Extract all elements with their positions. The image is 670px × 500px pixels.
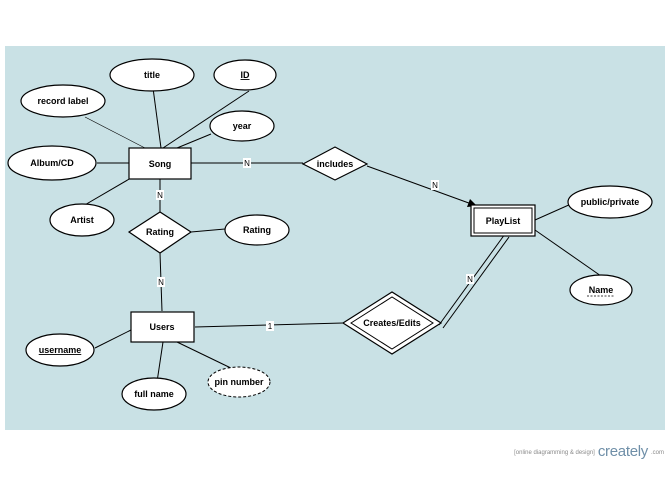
line-rating-attr bbox=[190, 228, 226, 233]
line-includes-playlist bbox=[366, 165, 478, 207]
footer-tagline: [online diagramming & design] bbox=[514, 450, 595, 456]
relationship-rating-shape bbox=[127, 211, 193, 254]
line-creates-playlist-b bbox=[442, 236, 510, 329]
line-users-username bbox=[94, 329, 132, 349]
attribute-artist-label: Artist bbox=[70, 215, 94, 225]
entity-users[interactable]: Users bbox=[130, 311, 195, 343]
attribute-id[interactable]: ID bbox=[213, 59, 277, 91]
card-song-includes: N bbox=[244, 159, 250, 168]
attribute-name-shape bbox=[569, 274, 633, 306]
attribute-public-private-label: public/private bbox=[581, 197, 640, 207]
attribute-rating-shape bbox=[224, 214, 290, 246]
entity-song-label: Song bbox=[149, 159, 172, 169]
line-playlist-name bbox=[534, 229, 602, 277]
attribute-pin-number[interactable]: pin number bbox=[207, 366, 271, 398]
er-diagram: N N N N 1 N Song Users PlayList bbox=[7, 58, 653, 411]
card-includes-playlist: N bbox=[432, 181, 438, 190]
entity-playlist-label: PlayList bbox=[486, 216, 521, 226]
entity-users-label: Users bbox=[149, 322, 174, 332]
relationship-rating-label: Rating bbox=[146, 227, 174, 237]
entity-song[interactable]: Song bbox=[128, 147, 192, 180]
attribute-id-shape bbox=[213, 59, 277, 91]
attribute-year-shape bbox=[209, 110, 275, 142]
relationship-creates-edits-inner bbox=[350, 296, 434, 350]
attribute-album-cd-label: Album/CD bbox=[30, 158, 74, 168]
entity-playlist-outer bbox=[470, 204, 536, 237]
relationship-includes-label: includes bbox=[317, 159, 354, 169]
card-bg-includes-playlist bbox=[431, 180, 439, 190]
relationship-includes[interactable]: includes bbox=[301, 146, 369, 181]
diagram-canvas: N N N N 1 N Song Users PlayList bbox=[5, 46, 665, 430]
attribute-rating[interactable]: Rating bbox=[224, 214, 290, 246]
attribute-pin-number-shape bbox=[207, 366, 271, 398]
attribute-username[interactable]: username bbox=[25, 333, 95, 367]
line-id-song bbox=[162, 90, 250, 149]
line-artist-song bbox=[82, 177, 132, 207]
line-users-pin bbox=[176, 341, 236, 371]
card-bg-creates-playlist bbox=[466, 274, 474, 284]
attribute-username-label: username bbox=[39, 345, 82, 355]
card-users-creates: 1 bbox=[268, 322, 273, 331]
relationship-rating[interactable]: Rating bbox=[127, 211, 193, 254]
attribute-rating-label: Rating bbox=[243, 225, 271, 235]
attribute-album-cd-shape bbox=[7, 145, 97, 181]
attribute-artist-shape bbox=[49, 203, 115, 237]
attribute-name-label: Name bbox=[589, 285, 614, 295]
attribute-full-name-shape bbox=[121, 377, 187, 411]
relationship-creates-edits[interactable]: Creates/Edits bbox=[341, 291, 443, 355]
footer-watermark[interactable]: [online diagramming & design] creately .… bbox=[514, 440, 664, 460]
card-bg-rating-users bbox=[157, 277, 165, 287]
attribute-year[interactable]: year bbox=[209, 110, 275, 142]
card-creates-playlist: N bbox=[467, 275, 473, 284]
entity-playlist[interactable]: PlayList bbox=[470, 204, 536, 237]
entity-playlist-inner bbox=[473, 207, 533, 234]
attribute-id-label: ID bbox=[241, 70, 251, 80]
card-rating-users: N bbox=[158, 278, 164, 287]
attribute-full-name[interactable]: full name bbox=[121, 377, 187, 411]
attribute-record-label[interactable]: record label bbox=[20, 84, 106, 118]
card-bg-users-creates bbox=[266, 321, 274, 331]
attribute-album-cd[interactable]: Album/CD bbox=[7, 145, 97, 181]
attribute-title[interactable]: title bbox=[109, 58, 195, 92]
attribute-artist[interactable]: Artist bbox=[49, 203, 115, 237]
card-song-rating: N bbox=[157, 191, 163, 200]
creately-logo: creately bbox=[597, 443, 648, 460]
card-bg-song-rating bbox=[156, 190, 164, 200]
entity-song-box bbox=[128, 147, 192, 180]
line-year-song bbox=[176, 133, 212, 149]
attribute-title-shape bbox=[109, 58, 195, 92]
attribute-username-shape bbox=[25, 333, 95, 367]
line-users-fullname bbox=[156, 341, 164, 383]
connectors bbox=[82, 87, 602, 383]
relationship-creates-edits-label: Creates/Edits bbox=[363, 318, 421, 328]
attribute-record-label-label: record label bbox=[37, 96, 88, 106]
attribute-name[interactable]: Name bbox=[569, 274, 633, 306]
attribute-public-private[interactable]: public/private bbox=[567, 185, 653, 219]
footer-domain: .com bbox=[650, 450, 664, 456]
cardinality-labels: N N N N 1 N bbox=[156, 158, 474, 331]
card-bg-song-includes bbox=[243, 158, 251, 168]
relationship-includes-shape bbox=[301, 146, 369, 181]
attribute-year-label: year bbox=[233, 121, 252, 131]
line-playlist-public bbox=[534, 203, 572, 221]
attribute-full-name-label: full name bbox=[134, 389, 174, 399]
attribute-public-private-shape bbox=[567, 185, 653, 219]
attribute-title-label: title bbox=[144, 70, 160, 80]
line-title-song bbox=[152, 87, 162, 149]
relationship-creates-edits-outer bbox=[341, 291, 443, 355]
entity-users-box bbox=[130, 311, 195, 343]
line-recordlabel-song bbox=[84, 116, 146, 149]
attribute-record-label-shape bbox=[20, 84, 106, 118]
attribute-pin-number-label: pin number bbox=[215, 377, 264, 387]
